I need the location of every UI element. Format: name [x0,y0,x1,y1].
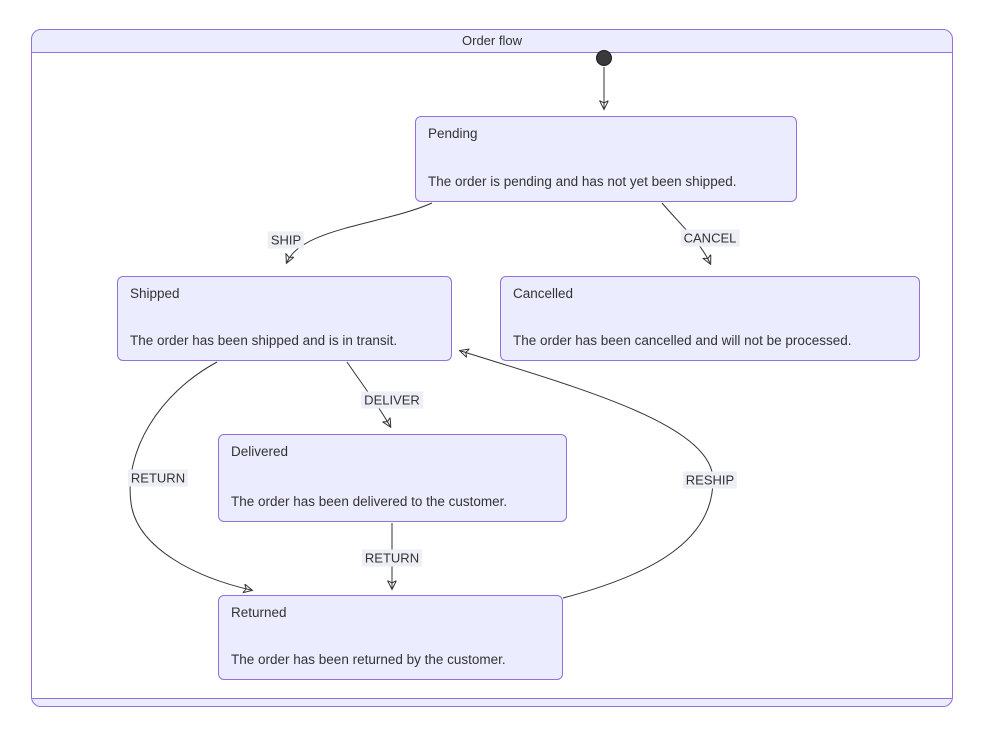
state-name: Delivered [231,444,289,459]
state-description: The order has been delivered to the cust… [231,494,508,509]
transition-label-return-delivered: RETURN [361,549,423,567]
state-node-returned: Returned The order has been returned by … [218,595,563,680]
transition-label-cancel: CANCEL [680,229,740,247]
transition-label-deliver: DELIVER [361,391,423,409]
state-name: Pending [428,126,478,141]
state-node-shipped: Shipped The order has been shipped and i… [117,276,452,361]
state-name: Cancelled [513,286,574,301]
state-name: Shipped [130,286,180,301]
state-node-delivered: Delivered The order has been delivered t… [218,434,567,522]
transition-label-return-shipped: RETURN [127,469,189,487]
state-description: The order is pending and has not yet bee… [428,174,737,189]
state-node-pending: Pending The order is pending and has not… [415,116,797,202]
state-node-cancelled: Cancelled The order has been cancelled a… [500,276,920,361]
state-description: The order has been shipped and is in tra… [130,333,398,348]
transition-label-reship: RESHIP [682,471,738,489]
state-description: The order has been returned by the custo… [231,652,506,667]
diagram-title: Order flow [462,33,522,48]
transition-label-ship: SHIP [267,231,305,249]
state-description: The order has been cancelled and will no… [513,333,852,348]
state-name: Returned [231,605,287,620]
